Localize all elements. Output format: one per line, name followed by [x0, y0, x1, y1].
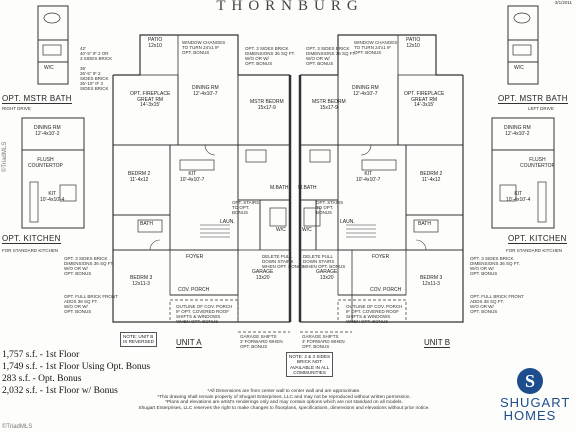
sqft-first-floor-opt-bonus: 1,749 s.f. - 1st Floor Using Opt. Bonus [2, 362, 151, 372]
note-garage-shifts-right: GARAGE SHIFTS 3' FORWARD WHEN OPT. BONUS [302, 334, 345, 349]
room-patio-left: PATIO 12x10 [148, 37, 163, 49]
for-standard-kitchen-left: FOR STANDARD KITCHEN [2, 248, 59, 253]
note-full-brick-left: OPT. FULL BRICK FRONT ADDS 38 SQ FT. W/O… [64, 294, 118, 314]
kitchen-inset-left [21, 117, 85, 229]
room-bath-left: BATH [140, 221, 153, 227]
sqft-first-floor: 1,757 s.f. - 1st Floor [2, 350, 80, 360]
note-full-brick-right: OPT. FULL BRICK FRONT ADDS 38 SQ FT. W/O… [470, 294, 524, 314]
note-opt-brick-top-right: OPT. 3 SIDES BRICK DIMENSIONS 36 SQ FT. … [306, 46, 357, 66]
bath-inset-right [507, 5, 539, 85]
room-kit-left: KIT 10'-4x10'-7 [180, 171, 205, 183]
room-bedrm2-right: BEDRM 2 11'-4x12 [420, 171, 443, 183]
inset-kit-left: KIT 10'-4x10'-4 [40, 191, 65, 203]
note-delete-pull-left: DELETE PULL DOWN STAIRS WHEN OPT. BONUS [262, 254, 305, 269]
room-great-left: OPT. FIREPLACE GREAT RM 14'-3x15' [130, 91, 171, 108]
left-drive-label: LEFT DRIVE [528, 106, 554, 111]
sqft-with-bonus: 2,032 s.f. - 1st Floor w/ Bonus [2, 386, 118, 396]
room-bedrm3-right: BEDRM 3 12x11-3 [420, 275, 443, 287]
opt-mstr-bath-left-label: OPT. MSTR BATH [2, 94, 72, 104]
room-mstr-bedrm-right: MSTR BEDRM 15x17-9 [312, 99, 346, 111]
note-opt-stairs-left: OPT. STAIRS TO OPT. BONUS [232, 200, 260, 215]
room-mbath-right: M.BATH [298, 185, 317, 191]
note-outline-porch-left: OUTLINE OF COV. PORCH IF OPT. COVERED RO… [176, 304, 233, 324]
logo-line-1: SHUGART [500, 395, 571, 410]
for-standard-kitchen-right: FOR STANDARD KITCHEN [506, 248, 563, 253]
plan-title: THORNBURG [216, 0, 364, 14]
room-patio-right: PATIO 12x10 [406, 37, 421, 49]
note-window-changes-left: WINDOW CHANGES TO TURN 24'x1 IF OPT. BON… [182, 40, 226, 55]
note-opt-stairs-right: OPT. STAIRS TO OPT. BONUS [316, 200, 344, 215]
watermark-bottom-left: ©TriadMLS [2, 424, 33, 430]
room-foyer-left: FOYER [186, 254, 204, 260]
note-window-changes-right: WINDOW CHANGES TO TURN 24'x1 IF OPT. BON… [354, 40, 398, 55]
room-mbath-left: M.BATH [270, 185, 289, 191]
note-unit-b-reversed: NOTE: UNIT B IS REVERSED [120, 332, 157, 347]
inset-dining-left: DINING RM 12'-4x10'-2 [34, 125, 61, 137]
room-mstr-bedrm-left: MSTR BEDRM 15x17-9 [250, 99, 284, 111]
note-outline-porch-right: OUTLINE OF COV. PORCH IF OPT. COVERED RO… [346, 304, 403, 324]
note-opt-brick-top-left: OPT. 3 SIDES BRICK DIMENSIONS 36 SQ FT. … [245, 46, 296, 66]
logo-line-2: HOMES [503, 408, 557, 423]
room-cov-porch-right: COV. PORCH [370, 287, 402, 293]
disclaimer-text: *All Dimensions are from center wall to … [138, 389, 430, 411]
room-garage-left: GARAGE 13x20 [252, 269, 274, 281]
logo-s-icon: S [517, 368, 543, 394]
unit-b-top [300, 34, 463, 76]
right-drive-label: RIGHT DRIVE [2, 106, 31, 111]
watermark-top-left: ©TriadMLS [2, 141, 8, 172]
patio-right-outline [397, 34, 437, 76]
room-bath-right: BATH [418, 221, 431, 227]
inset-kit-right: KIT 10'-4x10'-4 [506, 191, 531, 203]
note-opt-brick-right: OPT. 3 SIDES BRICK DIMENSIONS 36 SQ FT. … [470, 256, 521, 276]
inset-wic-right: W/C [514, 65, 524, 71]
sqft-opt-bonus: 283 s.f. - Opt. Bonus [2, 374, 82, 384]
room-wic-left: W/C [276, 227, 286, 233]
room-laun-left: LAUN. [220, 219, 235, 225]
patio-left-outline [139, 34, 179, 76]
note-delete-pull-right: DELETE PULL DOWN STAIRS WHEN OPT. BONUS [303, 254, 346, 269]
plan-date: 3/1/2011 [554, 0, 572, 5]
inset-flush-countertop-right: FLUSH COUNTERTOP [520, 157, 555, 169]
inset-flush-countertop-left: FLUSH COUNTERTOP [28, 157, 63, 169]
shugart-homes-logo: S SHUGART HOMES [500, 368, 571, 423]
opt-kitchen-left-label: OPT. KITCHEN [2, 234, 61, 244]
opt-mstr-bath-right-label: OPT. MSTR BATH [498, 94, 568, 104]
room-garage-right: GARAGE 13x20 [316, 269, 338, 281]
room-dining-right: DINING RM 12'-4x10'-7 [352, 85, 379, 97]
room-great-right: OPT. FIREPLACE GREAT RM 14'-3x15' [404, 91, 445, 108]
room-dining-left: DINING RM 12'-4x10'-7 [192, 85, 219, 97]
inset-dining-right: DINING RM 12'-4x10'-2 [504, 125, 531, 137]
note-garage-shifts-left: GARAGE SHIFTS 3' FORWARD WHEN OPT. BONUS [240, 334, 283, 349]
note-opt-brick-left: OPT. 3 SIDES BRICK DIMENSIONS 36 SQ FT. … [64, 256, 115, 276]
bath-inset-left [37, 5, 69, 85]
bath-brick-dimensions: 42' 40'-5" IF 2 OR 3 SIDES BRICK 36' 36'… [80, 46, 113, 91]
unit-a-top [113, 34, 290, 76]
inset-wic-left: W/C [44, 65, 54, 71]
room-wic-right: W/C [302, 227, 312, 233]
room-foyer-right: FOYER [372, 254, 390, 260]
unit-b-label: UNIT B [424, 338, 451, 348]
note-brick-availability: NOTE: 2 & 3 SIDES BRICK NOT AVAILABLE IN… [286, 352, 334, 378]
room-bedrm2-left: BEDRM 2 11'-4x12 [128, 171, 151, 183]
opt-kitchen-right-label: OPT. KITCHEN [508, 234, 567, 244]
room-kit-right: KIT 10'-4x10'-7 [356, 171, 381, 183]
room-laun-right: LAUN. [340, 219, 355, 225]
room-cov-porch-left: COV. PORCH [178, 287, 210, 293]
kitchen-inset-right [491, 117, 555, 229]
room-bedrm3-left: BEDRM 3 12x11-3 [130, 275, 153, 287]
unit-a-label: UNIT A [176, 338, 202, 348]
